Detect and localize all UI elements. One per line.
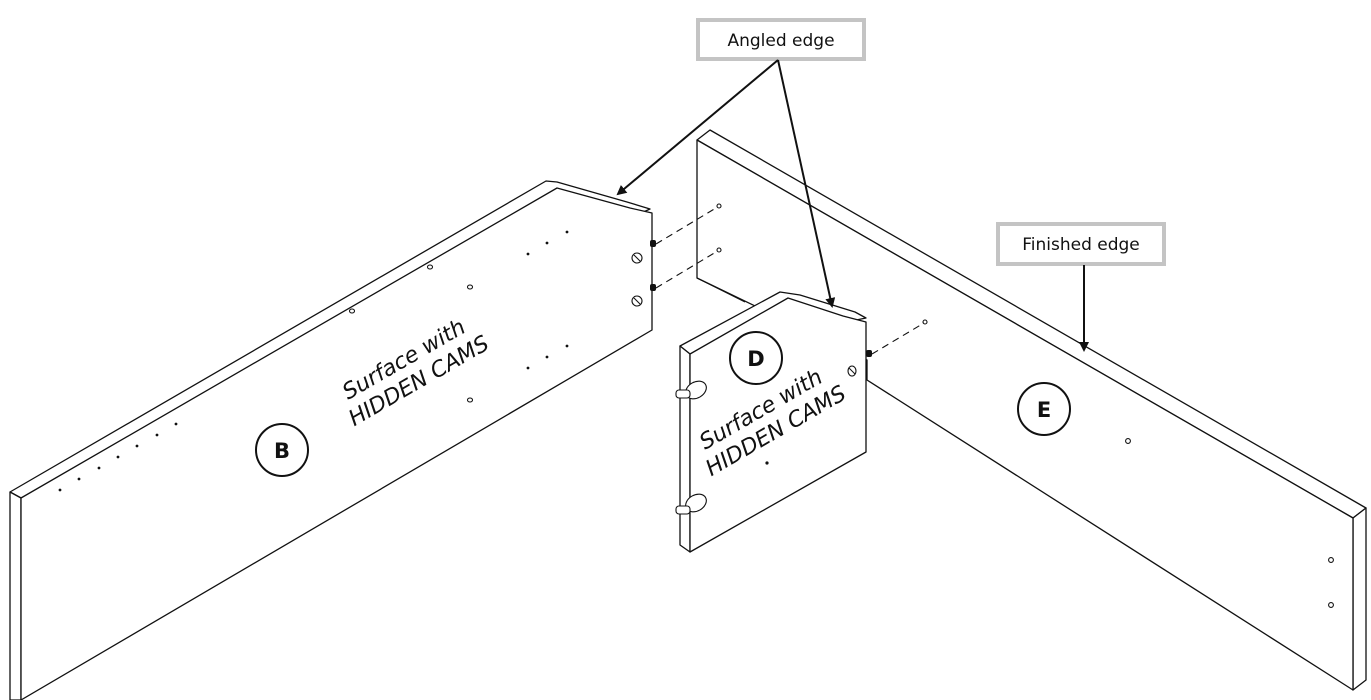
dowel-guide-line: [871, 322, 925, 355]
panel-b-hole: [545, 355, 549, 359]
cam-lock-slot: [848, 367, 856, 375]
panel-d-dowel: [866, 350, 872, 357]
panel-e-dowel-hole: [716, 203, 722, 209]
callout-finished-edge: Finished edge: [996, 222, 1166, 352]
panel-b-hole: [466, 284, 474, 290]
cam-lock-slot: [633, 254, 641, 262]
cam-lock-slot: [633, 297, 641, 305]
panel-b-hole: [174, 422, 178, 426]
panel-d-cam-bolt: [675, 389, 691, 399]
panel-b-hole: [348, 308, 356, 314]
panel-b-hole: [116, 455, 120, 459]
panel-d-badge: [729, 331, 783, 385]
panel-d-cam-bolt: [675, 505, 691, 515]
callout-angled-edge-text: Angled edge: [727, 31, 834, 51]
panel-e-badge: [1017, 382, 1071, 436]
panel-b-hole: [565, 344, 569, 348]
panel-b-label: B: [274, 439, 290, 463]
panel-d-hole: [765, 461, 769, 465]
panel-e-end-edge: [1352, 507, 1367, 691]
panel-b-dowel: [650, 284, 656, 291]
panel-b-face: [20, 187, 653, 700]
callout-arrow: [616, 59, 779, 196]
panel-e-bottom-line: [696, 277, 746, 303]
panel-e-dowel-hole: [716, 247, 722, 253]
panel-b-hole: [466, 397, 474, 403]
callout-finished-edge-box: [996, 222, 1166, 266]
panel-e-hole: [1125, 438, 1131, 444]
callout-arrow: [777, 59, 836, 308]
panel-b-hole: [426, 264, 434, 270]
panel-d-label: D: [747, 347, 764, 371]
panel-e-label: E: [1037, 398, 1051, 422]
panel-b-hole: [155, 433, 159, 437]
panel-b-hole: [77, 477, 81, 481]
panel-e-hole: [1328, 557, 1334, 563]
panel-b-hole: [97, 466, 101, 470]
panel-e-hole: [1328, 602, 1334, 608]
panel-b-hole: [135, 444, 139, 448]
panel-e-dowel-hole: [922, 319, 928, 325]
panel-b-hole: [526, 252, 530, 256]
callout-finished-edge-text: Finished edge: [1022, 235, 1140, 255]
panel-b-dowel: [650, 240, 656, 247]
panel-b-hole: [58, 488, 62, 492]
callout-angled-edge-box: [696, 18, 866, 61]
panel-b-hole: [545, 241, 549, 245]
panel-b: Surface with HIDDEN CAMS B: [9, 180, 656, 700]
panel-d: Surface with HIDDEN CAMS D: [675, 291, 872, 553]
callout-angled-edge: Angled edge: [616, 18, 866, 308]
panel-b-left-edge: [9, 491, 22, 700]
panel-b-badge: [255, 423, 309, 477]
panel-b-hole: [526, 366, 530, 370]
panel-b-hole: [565, 230, 569, 234]
panel-d-left-edge: [679, 345, 691, 553]
